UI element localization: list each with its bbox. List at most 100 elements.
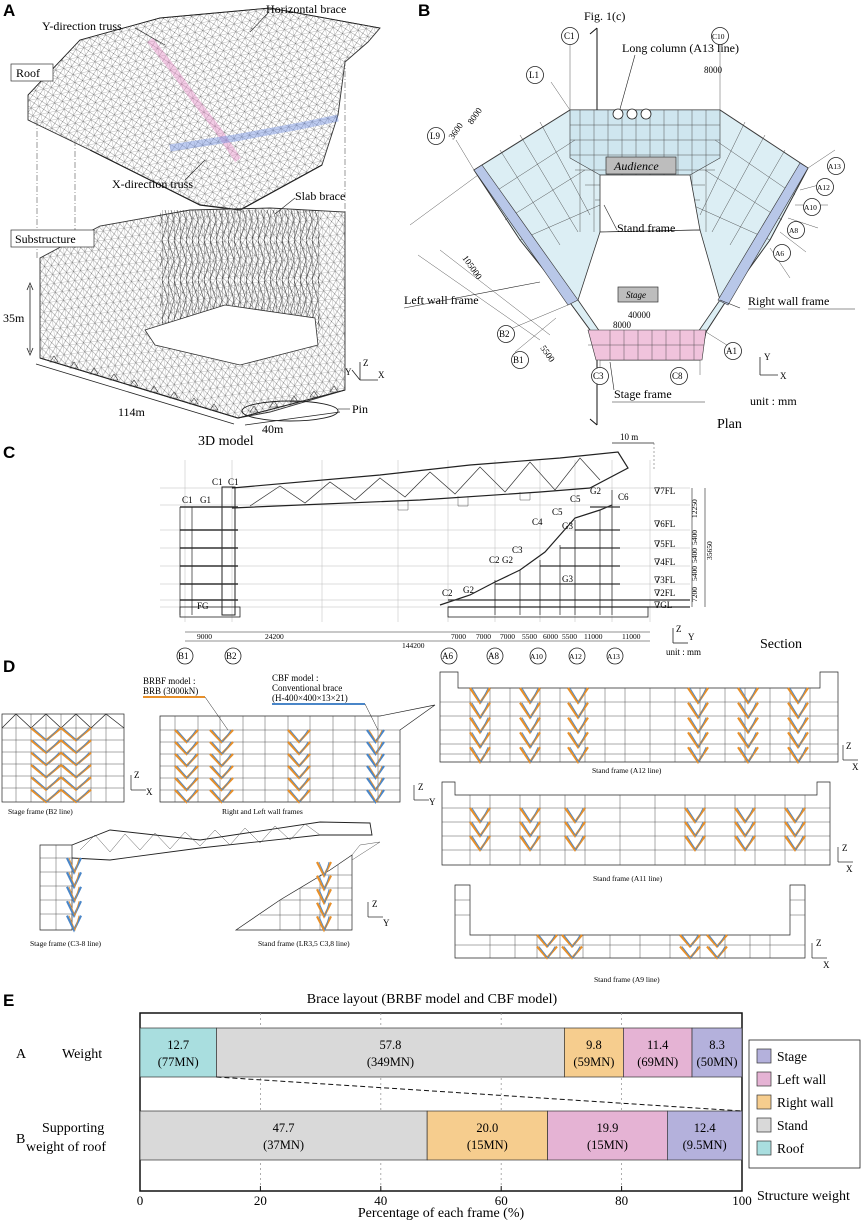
brace-brb (737, 716, 759, 735)
svg-text:B2: B2 (499, 329, 510, 339)
brace-cbf (471, 687, 489, 704)
chart-bar-sub: (69MN) (637, 1055, 678, 1069)
brace-cbf (62, 777, 90, 791)
brbf-leader (204, 696, 229, 731)
stand-frame-label: Stand frame (617, 221, 675, 235)
brace-brb (469, 687, 491, 705)
brace-cbf (736, 821, 754, 837)
brace-brb (316, 915, 332, 933)
chart-bar-value: 20.0 (476, 1121, 498, 1135)
brace-brb (787, 746, 809, 764)
brace-brb (174, 729, 199, 744)
brace-cbf (789, 687, 807, 704)
brace-brb (174, 753, 199, 768)
slab-brace-label: Slab brace (295, 189, 345, 203)
caption-walls: Right and Left wall frames (222, 807, 303, 816)
audience-box (605, 156, 677, 175)
brace-cbf (569, 732, 587, 749)
brace-brb (66, 886, 82, 904)
grid-circle-labels: L1 C1 C10 L9 A13 A12 A10 A8 A6 B2 B1 C3 … (427, 27, 845, 385)
dim-8000-top: 8000 (704, 65, 723, 75)
brace-brb (66, 900, 82, 919)
svg-text:11000: 11000 (622, 632, 641, 641)
brace-brb (366, 777, 385, 792)
left-wall-label: Left wall frame (404, 293, 479, 307)
svg-text:A10: A10 (530, 652, 543, 661)
svg-text:Z: Z (842, 843, 848, 853)
panel-letter-d: D (3, 657, 15, 676)
pin-supports (49, 355, 339, 413)
row-label-weight-of-roof: weight of roof (26, 1140, 106, 1155)
brace-brb (564, 835, 586, 852)
caption-c38: Stage frame (C3-8 line) (30, 939, 102, 948)
brace-column (469, 807, 491, 852)
brace-brb (30, 739, 62, 755)
width-dim-line (35, 363, 235, 425)
svg-text:∇2FL: ∇2FL (654, 588, 675, 598)
brace-cbf (368, 729, 383, 743)
brace-brb (536, 945, 558, 960)
dim-3600: 3600 (446, 120, 465, 141)
dim-5500: 5500 (538, 343, 557, 364)
brace-brb (366, 765, 385, 780)
frame-walls (159, 704, 436, 804)
section-cut-arrows (589, 27, 598, 426)
brace-brb (684, 821, 706, 838)
brace-cbf (563, 934, 581, 948)
row-letter-b: B (16, 1132, 25, 1147)
panel-a: A Y-direction truss Horizontal brace Roo… (3, 1, 385, 449)
brace-cbf (471, 807, 489, 823)
brace-cbf (569, 746, 587, 763)
brace-brb (684, 807, 706, 824)
brace-brb (30, 764, 62, 779)
svg-text:Z: Z (676, 624, 682, 634)
svg-text:X: X (823, 960, 830, 970)
cbf-label-1: CBF model : (272, 673, 319, 683)
chart-bar-value: 11.4 (647, 1038, 669, 1052)
stand-frame-leader (603, 204, 618, 231)
brace-cbf (789, 717, 807, 734)
svg-text:X: X (378, 370, 385, 380)
chart-bar-value: 8.3 (709, 1038, 725, 1052)
cbf-label-3: (H-400×400×13×21) (272, 693, 348, 703)
svg-text:7200: 7200 (690, 587, 699, 602)
brace-brb (469, 746, 491, 764)
svg-text:C8: C8 (672, 371, 683, 381)
long-column-label: Long column (A13 line) (622, 41, 739, 55)
svg-text:Y: Y (383, 918, 390, 928)
width-40m-line (244, 411, 341, 426)
brace-cbf (211, 765, 232, 779)
svg-text:Z: Z (134, 770, 140, 780)
svg-text:L1: L1 (529, 70, 539, 80)
brace-cbf (318, 861, 330, 877)
brace-cbf (471, 835, 489, 851)
brace-cbf (569, 717, 587, 734)
brace-cbf (289, 777, 309, 791)
brace-brb (734, 821, 756, 838)
section-unit: unit : mm (666, 647, 701, 657)
brace-cbf (32, 752, 60, 766)
brace-brb (30, 788, 62, 804)
brace-brb (787, 702, 809, 720)
svg-text:C2: C2 (442, 588, 453, 598)
axis-icon-d2: Z Y (413, 782, 436, 807)
brace-cbf (32, 764, 60, 778)
chart-bar-segment (139, 1027, 217, 1078)
chart-bar-value: 12.7 (167, 1038, 189, 1052)
svg-text:35650: 35650 (705, 541, 714, 560)
svg-text:7000: 7000 (476, 632, 491, 641)
stage-box (617, 286, 659, 303)
brace-column (567, 687, 589, 764)
brace-column (737, 687, 759, 764)
svg-text:X: X (846, 864, 853, 874)
legend-swatch (756, 1048, 772, 1064)
svg-text:X: X (780, 371, 787, 381)
svg-text:5500: 5500 (522, 632, 537, 641)
brace-cbf (289, 741, 309, 755)
frame-stage-b2 (1, 713, 125, 804)
brace-brb (30, 727, 62, 742)
brace-brb (687, 702, 709, 720)
brace-cbf (521, 821, 539, 837)
brace-cbf (681, 934, 699, 948)
svg-text:∇GL: ∇GL (654, 600, 672, 610)
